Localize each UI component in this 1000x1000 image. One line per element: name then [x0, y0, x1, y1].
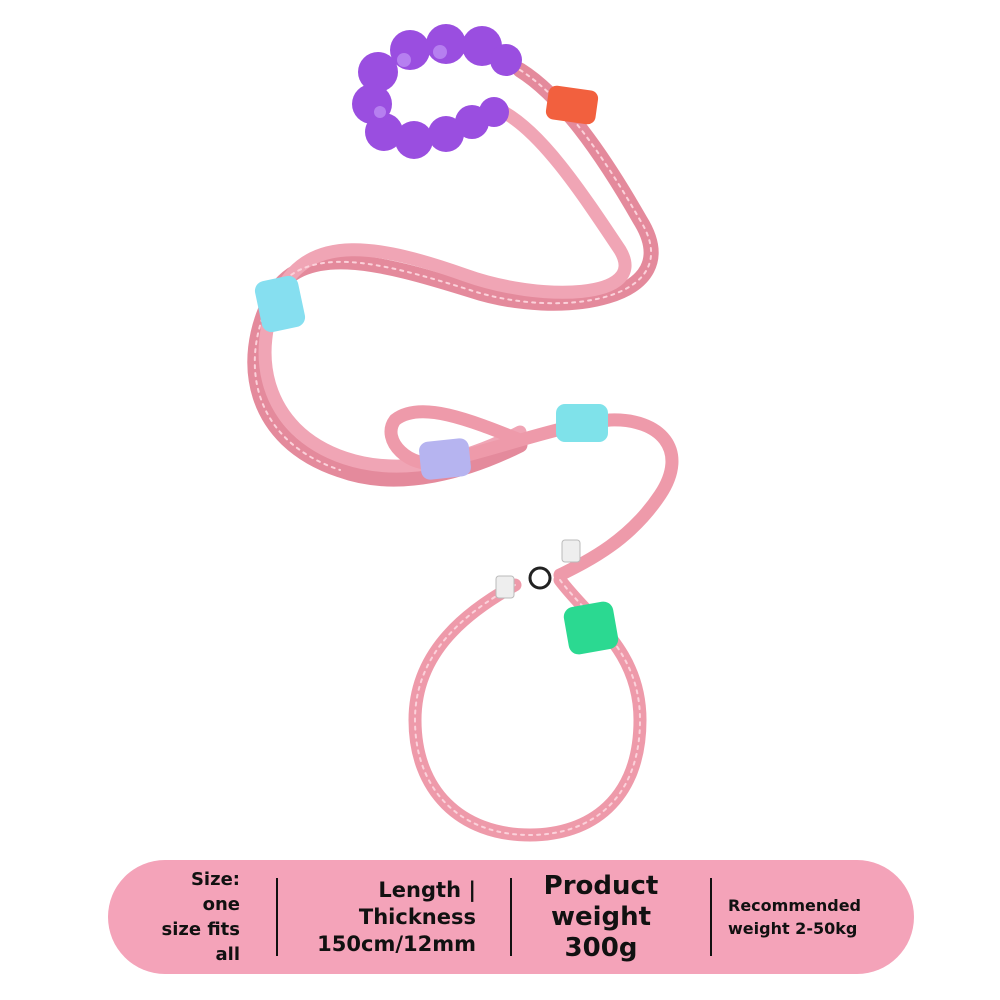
sleeve-cyan-middle [556, 404, 608, 442]
spec-length-label-1: Length | [378, 877, 476, 902]
spec-recommended-line-1: Recommended [728, 896, 861, 915]
spec-weight-label-1: Product [543, 870, 659, 901]
spec-size-value-2: size fits [161, 919, 241, 940]
spec-length-label-2: Thickness [358, 904, 476, 929]
spec-divider [276, 878, 278, 956]
spec-weight-label-2: weight [550, 901, 652, 932]
spec-size-value-3: all [215, 944, 241, 965]
padded-handle [352, 24, 522, 159]
spec-length: Length | Thickness 150cm/12mm [288, 860, 476, 974]
spec-divider [510, 878, 512, 956]
sleeve-lavender [419, 438, 471, 480]
spec-length-value: 150cm/12mm [317, 931, 476, 956]
slip-stopper [495, 539, 581, 599]
spec-recommended-line-2: weight 2-50kg [728, 919, 858, 938]
sleeve-orange [545, 85, 599, 125]
spec-recommended-weight: Recommended weight 2-50kg [728, 860, 888, 974]
spec-product-weight: Product weight 300g [528, 860, 674, 974]
spec-divider [710, 878, 712, 956]
spec-size-label: Size: [190, 869, 240, 890]
sleeve-cyan-upper [254, 275, 306, 333]
spec-bar: Size: one size fits all Length | Thickne… [108, 860, 914, 974]
spec-size: Size: one size fits all [148, 860, 241, 974]
leash-rope [247, 62, 679, 842]
spec-weight-value: 300g [564, 932, 638, 963]
sleeve-green [563, 601, 619, 655]
spec-size-value-1: one [202, 894, 240, 915]
